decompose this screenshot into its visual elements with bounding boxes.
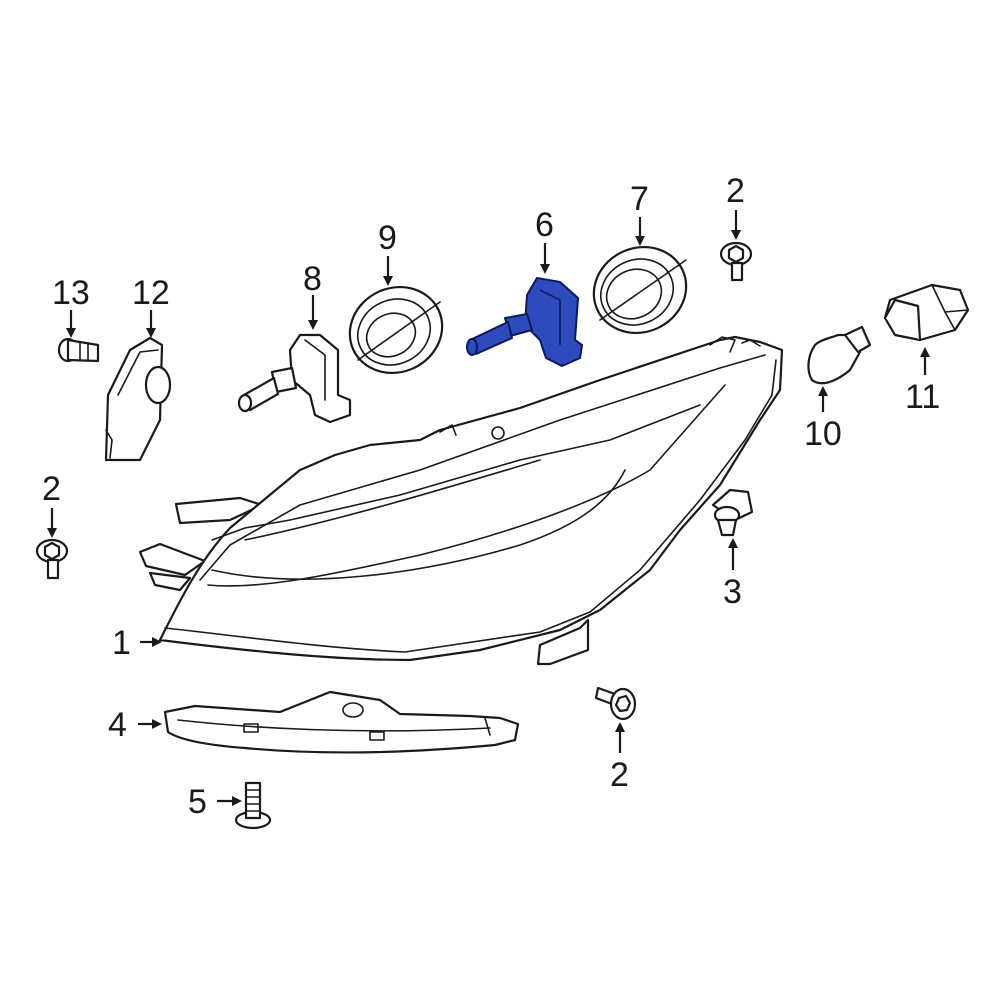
callout-8[interactable]: 8: [303, 260, 322, 298]
part-3-clip-nut[interactable]: [711, 488, 754, 537]
part-2-screw-top-right[interactable]: [719, 241, 753, 282]
part-9-seal[interactable]: [336, 272, 457, 388]
part-12-control-module[interactable]: [104, 336, 172, 462]
part-11-socket[interactable]: [883, 283, 970, 342]
part-4-lower-bracket[interactable]: [163, 690, 520, 754]
part-2-screw-left[interactable]: [35, 538, 69, 580]
callout-5[interactable]: 5: [188, 783, 207, 821]
callout-9[interactable]: 9: [378, 219, 397, 257]
part-6-headlamp-bulb[interactable]: [466, 277, 583, 367]
part-7-seal[interactable]: [580, 232, 701, 348]
callout-2-left[interactable]: 2: [42, 470, 61, 508]
callout-4[interactable]: 4: [108, 706, 127, 744]
callout-11[interactable]: 11: [905, 378, 940, 416]
callout-2-bottom[interactable]: 2: [610, 756, 629, 794]
callout-7[interactable]: 7: [630, 180, 649, 218]
part-1-headlamp-assembly[interactable]: [138, 335, 784, 666]
callout-numbers: 1 2 2 2 3 4 5 6 7 8 9 10 11 12 13: [42, 172, 940, 821]
callout-3[interactable]: 3: [723, 573, 742, 611]
callout-leaders: [47, 210, 930, 806]
callout-1[interactable]: 1: [112, 624, 131, 662]
callout-2-top-right[interactable]: 2: [726, 172, 745, 210]
part-10-bulb[interactable]: [807, 325, 872, 385]
part-8-bulb[interactable]: [237, 333, 352, 424]
callout-13[interactable]: 13: [52, 274, 90, 312]
callout-12[interactable]: 12: [132, 274, 170, 312]
part-2-screw-bottom[interactable]: [594, 686, 637, 721]
callout-6[interactable]: 6: [535, 206, 554, 244]
part-5-bolt[interactable]: [234, 781, 272, 830]
bulb-base: [524, 277, 583, 367]
part-13-screw[interactable]: [57, 337, 100, 363]
callout-10[interactable]: 10: [804, 415, 842, 453]
